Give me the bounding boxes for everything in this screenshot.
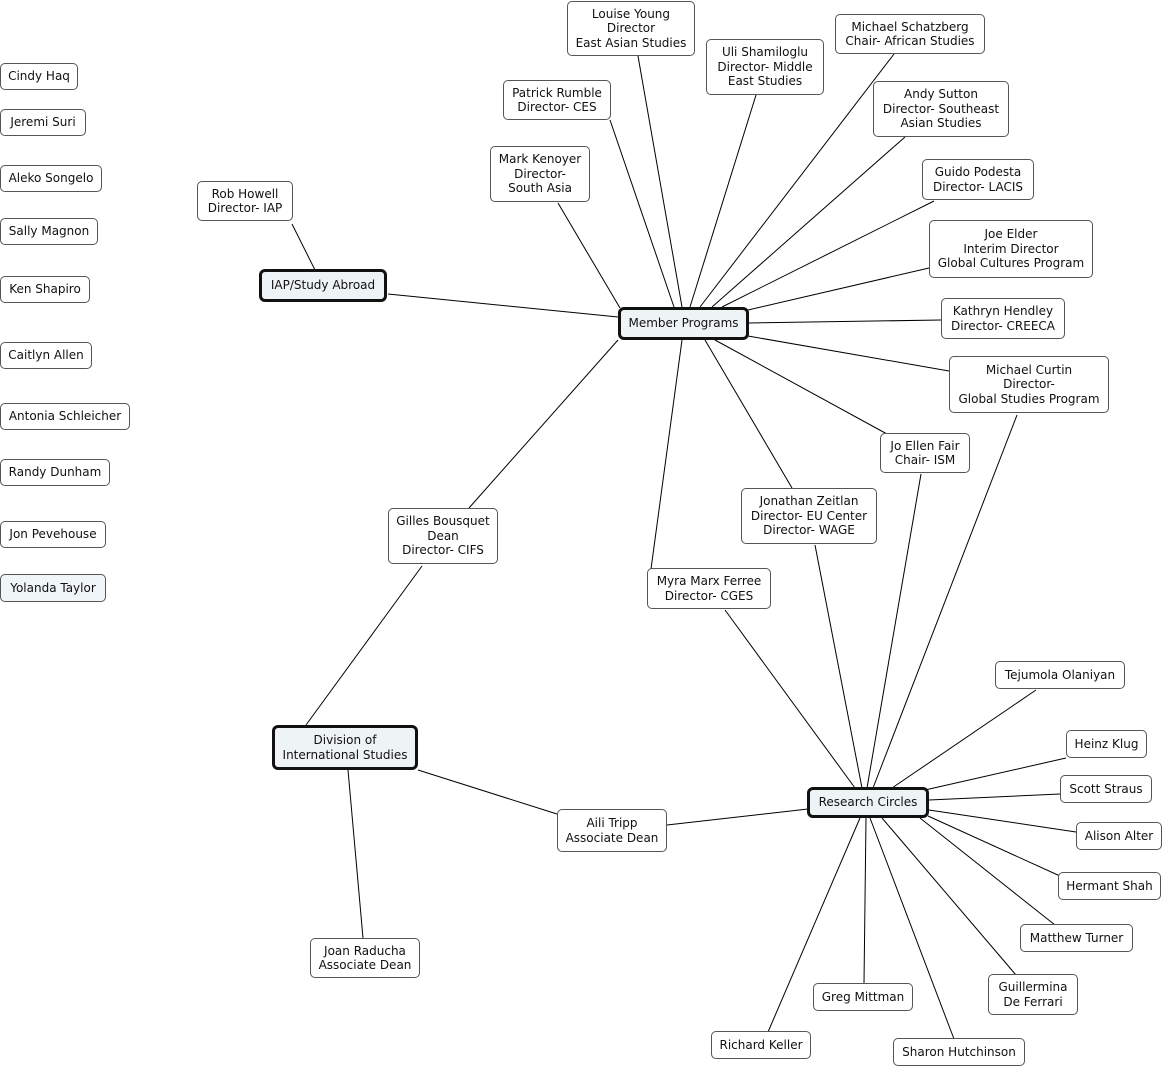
edge-research-michael-curtin	[872, 414, 1018, 789]
louise-young-node[interactable]: Louise Young Director East Asian Studies	[567, 1, 695, 56]
guillermina-de-ferrari-node[interactable]: Guillermina De Ferrari	[988, 974, 1078, 1015]
edge-iap-member-programs	[387, 293, 619, 318]
edge-member-michael-curtin	[747, 335, 950, 372]
ken-shapiro-node[interactable]: Ken Shapiro	[0, 276, 90, 303]
caitlyn-allen-node[interactable]: Caitlyn Allen	[0, 342, 92, 369]
rob-howell-node[interactable]: Rob Howell Director- IAP	[197, 181, 293, 221]
edge-research-richard-keller	[767, 817, 861, 1033]
edge-member-mark-kenoyer	[557, 202, 621, 309]
edge-member-patrick-rumble	[609, 119, 675, 308]
heinz-klug-node[interactable]: Heinz Klug	[1066, 730, 1147, 758]
edge-member-gilles-bousquet	[468, 339, 619, 509]
edge-member-myra-marx-ferree	[650, 339, 683, 570]
edge-member-michael-schatzberg	[699, 53, 895, 308]
edge-member-guido-podesta	[721, 200, 935, 308]
joan-raducha-node[interactable]: Joan Raducha Associate Dean	[310, 938, 420, 978]
jon-pevehouse-node[interactable]: Jon Pevehouse	[0, 521, 106, 548]
jonathan-zeitlan-node[interactable]: Jonathan Zeitlan Director- EU Center Dir…	[741, 488, 877, 544]
uli-shamiloglu-node[interactable]: Uli Shamiloglu Director- Middle East Stu…	[706, 39, 824, 95]
antonia-schleicher-node[interactable]: Antonia Schleicher	[0, 403, 130, 430]
edge-research-hermant-shah	[927, 815, 1061, 877]
richard-keller-node[interactable]: Richard Keller	[711, 1031, 811, 1059]
edge-research-heinz-klug	[924, 757, 1067, 791]
jeremi-suri-node[interactable]: Jeremi Suri	[0, 109, 86, 136]
michael-curtin-node[interactable]: Michael Curtin Director- Global Studies …	[949, 356, 1109, 413]
joe-elder-node[interactable]: Joe Elder Interim Director Global Cultur…	[929, 220, 1093, 278]
edge-member-louise-young	[637, 55, 683, 308]
sharon-hutchinson-node[interactable]: Sharon Hutchinson	[893, 1038, 1025, 1066]
edge-research-matthew-turner	[919, 817, 1056, 926]
edge-member-kathryn-hendley	[748, 319, 942, 324]
edge-research-alison-alter	[928, 809, 1077, 833]
iap-study-abroad-node[interactable]: IAP/Study Abroad	[259, 269, 387, 302]
matthew-turner-node[interactable]: Matthew Turner	[1020, 924, 1133, 952]
kathryn-hendley-node[interactable]: Kathryn Hendley Director- CREECA	[941, 298, 1065, 339]
aili-tripp-node[interactable]: Aili Tripp Associate Dean	[557, 809, 667, 852]
edge-member-jo-ellen-fair	[714, 339, 888, 435]
edge-division-joan-raducha	[347, 769, 364, 939]
edge-member-andy-sutton	[711, 136, 906, 308]
michael-schatzberg-node[interactable]: Michael Schatzberg Chair- African Studie…	[835, 14, 985, 54]
cindy-haq-node[interactable]: Cindy Haq	[0, 63, 78, 90]
tejumola-olaniyan-node[interactable]: Tejumola Olaniyan	[995, 661, 1125, 689]
hermant-shah-node[interactable]: Hermant Shah	[1058, 872, 1161, 900]
edge-research-scott-straus	[928, 793, 1061, 801]
aleko-songelo-node[interactable]: Aleko Songelo	[0, 165, 102, 192]
edge-member-uli-shamiloglu	[689, 94, 757, 308]
myra-marx-ferree-node[interactable]: Myra Marx Ferree Director- CGES	[647, 568, 771, 609]
jo-ellen-fair-node[interactable]: Jo Ellen Fair Chair- ISM	[880, 433, 970, 473]
edge-member-jonathan-zeitlan	[704, 339, 793, 489]
edge-division-gilles-bousquet	[305, 565, 423, 726]
sally-magnon-node[interactable]: Sally Magnon	[0, 218, 98, 245]
gilles-bousquet-node[interactable]: Gilles Bousquet Dean Director- CIFS	[388, 508, 498, 564]
edge-research-myra-marx-ferree	[724, 609, 856, 789]
division-of-international-studies-node[interactable]: Division of International Studies	[272, 725, 418, 770]
scott-straus-node[interactable]: Scott Straus	[1060, 775, 1152, 803]
randy-dunham-node[interactable]: Randy Dunham	[0, 459, 110, 486]
edge-research-sharon-hutchinson	[869, 817, 955, 1040]
yolanda-taylor-node[interactable]: Yolanda Taylor	[0, 574, 106, 602]
andy-sutton-node[interactable]: Andy Sutton Director- Southeast Asian St…	[873, 81, 1009, 137]
patrick-rumble-node[interactable]: Patrick Rumble Director- CES	[503, 80, 611, 120]
edge-research-guillermina-de-ferrari	[881, 817, 1017, 976]
edge-research-jo-ellen-fair	[866, 473, 922, 789]
edge-research-greg-mittman	[863, 817, 867, 984]
edge-member-joe-elder	[747, 267, 930, 311]
edge-iap-rob-howell	[291, 223, 316, 271]
member-programs-node[interactable]: Member Programs	[618, 307, 749, 340]
greg-mittman-node[interactable]: Greg Mittman	[813, 983, 913, 1011]
edge-division-aili-tripp	[417, 769, 558, 815]
alison-alter-node[interactable]: Alison Alter	[1076, 822, 1162, 850]
edge-aili-tripp-research-circles	[666, 808, 809, 826]
guido-podesta-node[interactable]: Guido Podesta Director- LACIS	[922, 159, 1034, 200]
edge-research-tejumola-olaniyan	[891, 689, 1037, 789]
research-circles-node[interactable]: Research Circles	[807, 787, 929, 818]
mark-kenoyer-node[interactable]: Mark Kenoyer Director- South Asia	[490, 146, 590, 202]
edge-research-jonathan-zeitlan	[814, 544, 863, 789]
